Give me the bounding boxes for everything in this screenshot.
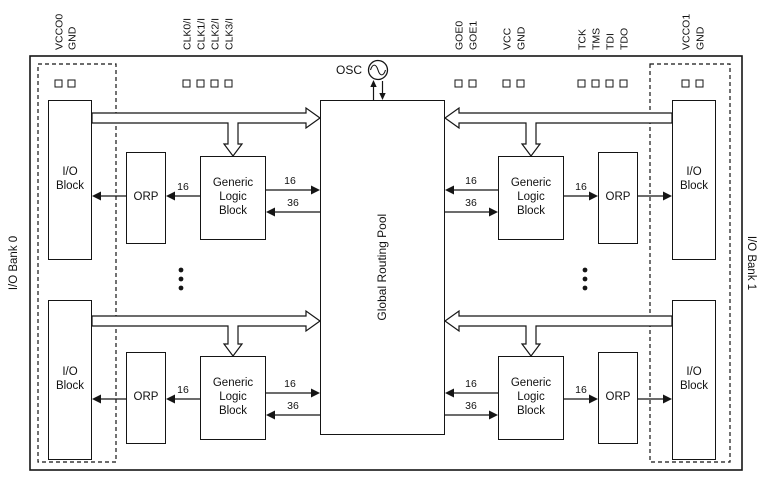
bank-label-left: I/O Bank 0: [8, 235, 20, 291]
bus-arrows-top-right: [445, 185, 672, 217]
bus-36-label: 36: [465, 400, 477, 412]
ellipsis-right: [582, 267, 588, 291]
bus-16-label: 16: [284, 378, 296, 390]
glb-bottom-left: Generic Logic Block: [200, 356, 266, 440]
pin-label-gnd-left: GND: [67, 26, 79, 50]
io-bank1-dashed-region: [649, 63, 731, 463]
ellipsis-left: [178, 267, 184, 291]
bus-36-label: 36: [287, 400, 299, 412]
global-routing-pool-label: Global Routing Pool: [375, 214, 390, 321]
pad: [591, 79, 600, 88]
pad: [224, 79, 233, 88]
pin-label-vcc: VCC: [502, 27, 514, 50]
bus-arrows-top-left: [92, 185, 320, 217]
orp-bottom-right: ORP: [598, 352, 638, 444]
io-block-top-left: I/O Block: [48, 100, 92, 260]
pin-label-tck: TCK: [577, 29, 589, 50]
orp-top-left: ORP: [126, 152, 166, 244]
pad: [619, 79, 628, 88]
sine-wave-icon: [369, 64, 387, 76]
pin-label-tdi: TDI: [605, 33, 617, 50]
pad: [67, 79, 76, 88]
pad: [454, 79, 463, 88]
bus-16-label: 16: [177, 384, 189, 396]
glb-top-left: Generic Logic Block: [200, 156, 266, 240]
pin-label-vcco0: VCCO0: [54, 14, 66, 50]
io-to-grp-arrow-bottom-right: [443, 309, 673, 357]
pad: [681, 79, 690, 88]
pin-label-gnd-right: GND: [695, 26, 707, 50]
bus-36-label: 36: [287, 197, 299, 209]
glb-bottom-right: Generic Logic Block: [498, 356, 564, 440]
pin-label-goe0: GOE0: [454, 21, 466, 50]
pad: [695, 79, 704, 88]
pad: [54, 79, 63, 88]
device-outline: [29, 55, 743, 471]
bus-16-label: 16: [465, 378, 477, 390]
bus-16-label: 16: [465, 175, 477, 187]
pad: [516, 79, 525, 88]
pin-label-clk3: CLK3/I: [224, 18, 236, 50]
io-bank0-dashed-region: [37, 63, 117, 463]
pin-label-vcco1: VCCO1: [681, 14, 693, 50]
pad-row: [54, 79, 704, 88]
bus-16-label: 16: [284, 175, 296, 187]
bus-16-label: 16: [575, 181, 587, 193]
pad: [468, 79, 477, 88]
io-block-top-right: I/O Block: [672, 100, 716, 260]
pad: [577, 79, 586, 88]
io-to-grp-arrow-top-left: [91, 106, 322, 157]
pin-label-gnd-center: GND: [516, 26, 528, 50]
io-to-grp-arrow-top-right: [443, 106, 673, 157]
pin-label-clk2: CLK2/I: [210, 18, 222, 50]
bus-16-label: 16: [575, 384, 587, 396]
pin-labels: VCCO0 GND CLK0/I CLK1/I CLK2/I CLK3/I GO…: [54, 14, 707, 50]
osc-arrow-down-head: [379, 93, 386, 100]
orp-bottom-left: ORP: [126, 352, 166, 444]
bus-arrows-bottom-right: [445, 388, 672, 420]
pad: [196, 79, 205, 88]
bus-width-labels: 16 36 16 16 36 16 16 36 16 16 36 16: [177, 175, 587, 412]
orp-top-right: ORP: [598, 152, 638, 244]
glb-top-right: Generic Logic Block: [498, 156, 564, 240]
bus-36-label: 36: [465, 197, 477, 209]
pin-label-tms: TMS: [591, 28, 603, 50]
oscillator: OSC: [336, 59, 389, 100]
io-block-bottom-left: I/O Block: [48, 300, 92, 460]
io-block-bottom-right: I/O Block: [672, 300, 716, 460]
bus-16-label: 16: [177, 181, 189, 193]
osc-label: OSC: [336, 63, 362, 77]
pin-label-tdo: TDO: [619, 28, 631, 50]
pin-label-clk1: CLK1/I: [196, 18, 208, 50]
global-routing-pool: Global Routing Pool: [320, 100, 445, 435]
bus-arrows-bottom-left: [92, 388, 320, 420]
io-to-grp-arrow-bottom-left: [91, 309, 322, 357]
pad: [210, 79, 219, 88]
pad: [182, 79, 191, 88]
bank-label-right: I/O Bank 1: [745, 235, 757, 291]
pad: [502, 79, 511, 88]
pin-label-clk0: CLK0/I: [182, 18, 194, 50]
osc-arrow-up-head: [370, 80, 377, 87]
pin-label-goe1: GOE1: [468, 21, 480, 50]
pad: [605, 79, 614, 88]
